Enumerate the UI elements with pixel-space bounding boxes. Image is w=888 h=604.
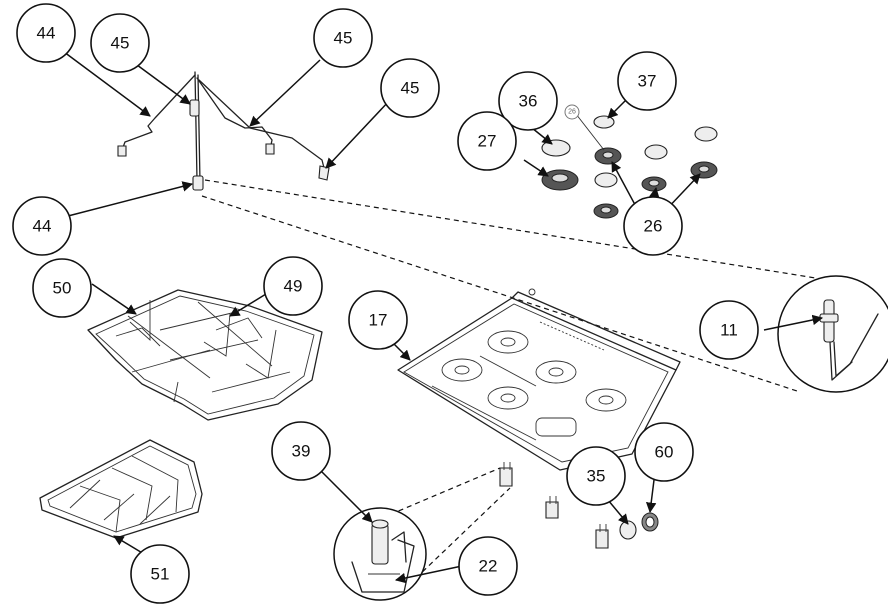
callout-39: 39 — [271, 421, 331, 481]
svg-text:45: 45 — [401, 79, 420, 98]
projection-valve-lower — [415, 487, 511, 579]
svg-text:51: 51 — [151, 565, 170, 584]
callout-11: 11 — [699, 300, 759, 360]
leader-27 — [523, 159, 549, 177]
callout-26: 26 — [623, 196, 683, 256]
svg-text:45: 45 — [111, 34, 130, 53]
svg-text:26: 26 — [644, 217, 663, 236]
leader-35 — [607, 499, 629, 525]
grate-51 — [39, 439, 203, 539]
detail-igniter-electrode — [777, 275, 888, 393]
leader-51 — [113, 535, 145, 555]
callout-22: 22 — [458, 536, 518, 596]
callout-17: 17 — [348, 290, 408, 350]
callout-37: 37 — [617, 51, 677, 111]
grates-three-piece — [87, 289, 323, 421]
projection-line-upper — [204, 179, 829, 281]
svg-text:50: 50 — [53, 279, 72, 298]
callout-45-middle: 45 — [313, 8, 373, 68]
callout-50: 50 — [32, 258, 92, 318]
leader-36 — [531, 127, 553, 145]
callout-51: 51 — [130, 544, 190, 604]
svg-text:39: 39 — [292, 442, 311, 461]
svg-text:44: 44 — [37, 24, 56, 43]
svg-text:36: 36 — [519, 92, 538, 111]
cooktop-panel — [397, 288, 681, 471]
svg-text:26: 26 — [568, 109, 576, 116]
leader-11 — [763, 314, 824, 331]
burner-caps-group — [541, 115, 718, 219]
svg-text:44: 44 — [33, 217, 52, 236]
leader-44-top — [55, 45, 151, 117]
callout-27: 27 — [457, 111, 517, 171]
callout-45-right: 45 — [380, 58, 440, 118]
callout-36: 36 — [498, 71, 558, 131]
svg-text:27: 27 — [478, 132, 497, 151]
valve-brackets — [499, 462, 659, 549]
leader-22 — [394, 565, 463, 584]
leader-45-middle — [249, 59, 321, 127]
leader-26-small — [575, 113, 605, 151]
callout-35: 35 — [566, 446, 626, 506]
svg-text:45: 45 — [334, 29, 353, 48]
svg-text:35: 35 — [587, 467, 606, 486]
leader-49 — [229, 293, 267, 317]
callout-44-bottom: 44 — [12, 196, 72, 256]
callout-44-top: 44 — [16, 3, 76, 63]
projection-valve-upper — [381, 467, 501, 519]
callout-45-left: 45 — [90, 13, 150, 73]
leader-37 — [607, 99, 627, 119]
svg-text:17: 17 — [369, 311, 388, 330]
detail-valve-orifice — [333, 507, 427, 601]
callout-26-small: 26 — [564, 104, 580, 120]
svg-text:22: 22 — [479, 557, 498, 576]
svg-text:60: 60 — [655, 443, 674, 462]
svg-text:11: 11 — [720, 321, 738, 340]
callout-49: 49 — [263, 256, 323, 316]
svg-text:49: 49 — [284, 277, 303, 296]
leader-44-bottom — [67, 181, 194, 217]
leader-45-right — [325, 99, 391, 169]
leader-50 — [91, 283, 137, 315]
svg-text:37: 37 — [638, 72, 657, 91]
leader-60 — [645, 479, 657, 514]
leader-45-left — [132, 61, 191, 105]
callout-60: 60 — [634, 422, 694, 482]
projection-line-lower — [201, 195, 801, 393]
igniter-wire-harness — [117, 71, 330, 191]
